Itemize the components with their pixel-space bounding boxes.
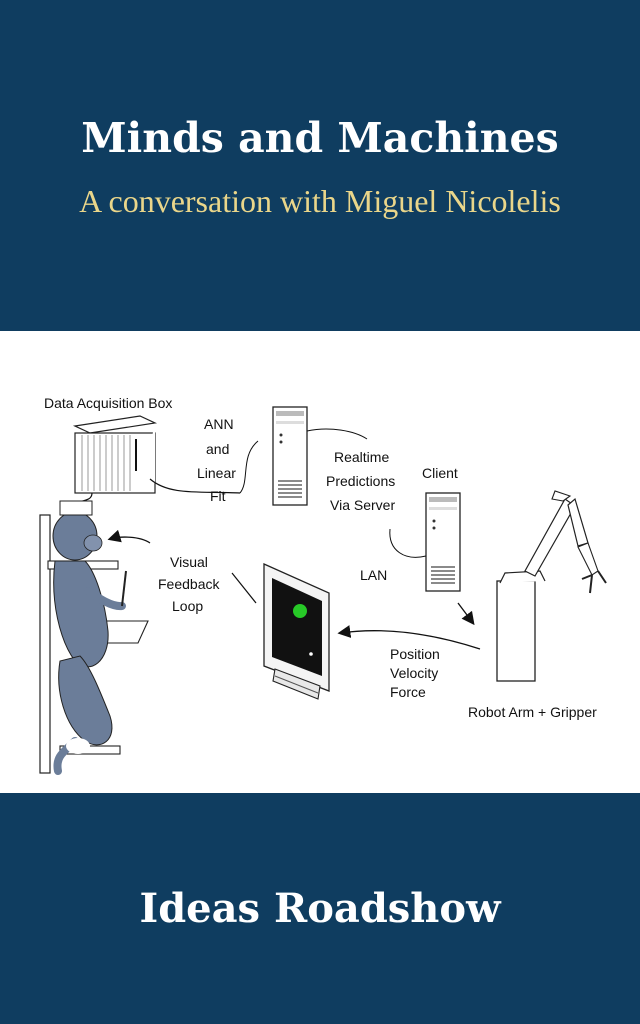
label-data-acquisition: Data Acquisition Box <box>44 395 172 411</box>
label-loop: Loop <box>172 598 203 614</box>
client-to-robot-arrow <box>457 602 475 626</box>
monitor-to-feedback-line <box>231 572 257 604</box>
footer-band <box>0 793 640 1024</box>
label-realtime-3: Via Server <box>330 497 395 513</box>
client-tower-icon <box>425 492 461 592</box>
diagram-panel: Data Acquisition Box ANN and Linear Fit <box>0 331 640 793</box>
bmi-diagram: Data Acquisition Box ANN and Linear Fit <box>39 395 607 775</box>
robot-to-monitor-arrow <box>337 625 481 650</box>
label-position: Position <box>390 646 440 662</box>
header-band <box>0 0 640 331</box>
label-lan: LAN <box>360 567 387 583</box>
label-ann-1: ANN <box>204 416 234 432</box>
lan-connector <box>389 528 427 558</box>
series-name: Ideas Roadshow <box>139 885 501 932</box>
robot-arm-icon <box>496 490 607 682</box>
label-ann-4: Fit <box>210 488 226 504</box>
label-feedback: Feedback <box>158 576 220 592</box>
label-robot: Robot Arm + Gripper <box>468 704 597 720</box>
data-acquisition-box-icon <box>72 415 158 494</box>
label-visual: Visual <box>170 554 208 570</box>
label-ann-2: and <box>206 441 229 457</box>
label-realtime-1: Realtime <box>334 449 389 465</box>
monkey-icon <box>39 500 149 775</box>
label-force: Force <box>390 684 426 700</box>
ann-connector <box>239 440 259 494</box>
label-realtime-2: Predictions <box>326 473 395 489</box>
book-title: Minds and Machines <box>81 114 559 162</box>
feedback-to-monkey-arrow <box>107 529 151 544</box>
label-velocity: Velocity <box>390 665 438 681</box>
label-client: Client <box>422 465 458 481</box>
book-subtitle: A conversation with Miguel Nicolelis <box>79 183 561 219</box>
label-ann-3: Linear <box>197 465 236 481</box>
box-to-ann-cable <box>149 478 241 494</box>
server-to-realtime-connector <box>306 428 368 440</box>
server-tower-icon <box>272 406 308 506</box>
monitor-icon <box>263 562 330 700</box>
